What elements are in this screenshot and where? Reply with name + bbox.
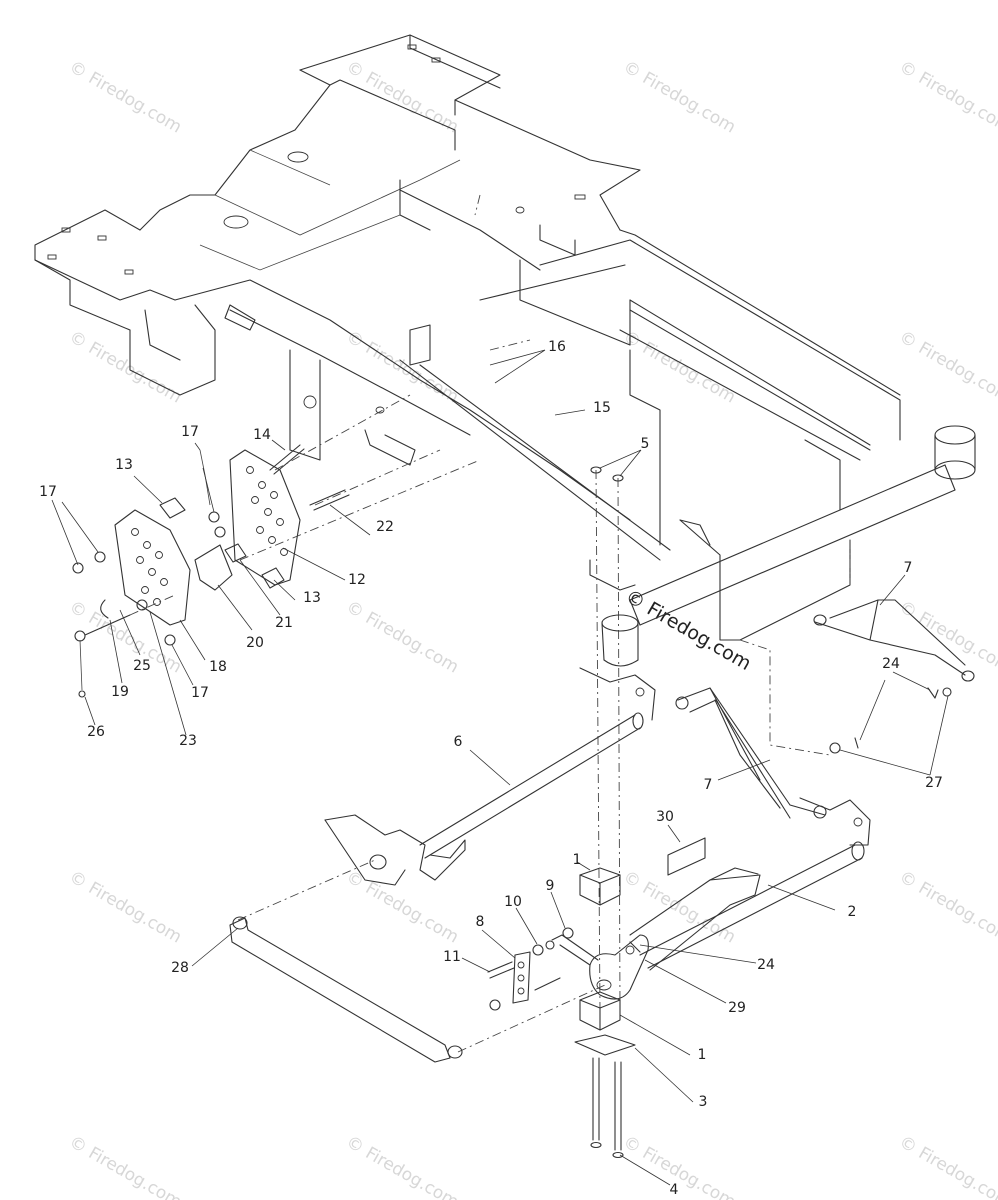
watermark: © Firedog.com bbox=[620, 57, 739, 138]
callout-27: 27 bbox=[925, 775, 943, 791]
callout-20: 20 bbox=[246, 635, 264, 651]
callout-10: 10 bbox=[504, 894, 522, 910]
callout-2: 2 bbox=[848, 904, 857, 920]
rear-baffle bbox=[739, 540, 851, 756]
callout-17-b: 17 bbox=[39, 484, 57, 500]
callout-9: 9 bbox=[546, 878, 555, 894]
link-hardware bbox=[487, 927, 574, 1011]
callout-12: 12 bbox=[348, 572, 366, 588]
watermark: © Firedog.com bbox=[343, 1132, 462, 1200]
callout-26: 26 bbox=[87, 724, 105, 740]
lift-link-upper bbox=[813, 599, 975, 682]
callout-labels: 1 1 2 3 4 5 6 7 7 8 9 10 11 12 13 13 14 … bbox=[39, 339, 943, 1198]
callout-17-c: 17 bbox=[191, 685, 209, 701]
callout-23: 23 bbox=[179, 733, 197, 749]
callout-14: 14 bbox=[253, 427, 271, 443]
callout-22: 22 bbox=[376, 519, 394, 535]
callout-24-lower: 24 bbox=[757, 957, 775, 973]
callout-8: 8 bbox=[476, 914, 485, 930]
callout-1-lower: 1 bbox=[698, 1047, 707, 1063]
watermark: © Firedog.com bbox=[343, 597, 462, 678]
callout-4: 4 bbox=[670, 1182, 679, 1198]
plate-holes bbox=[131, 466, 288, 606]
callout-28: 28 bbox=[171, 960, 189, 976]
callout-19: 19 bbox=[111, 684, 129, 700]
watermark: © Firedog.com bbox=[66, 1132, 185, 1200]
watermark: © Firedog.com bbox=[896, 597, 998, 678]
callout-16: 16 bbox=[548, 339, 566, 355]
callout-24-upper: 24 bbox=[882, 656, 900, 672]
leader-lines bbox=[51, 349, 949, 1186]
watermark-center: © Firedog.com bbox=[622, 585, 755, 675]
lift-link-bar bbox=[229, 859, 606, 1063]
callout-7-lower: 7 bbox=[704, 777, 713, 793]
callout-6: 6 bbox=[454, 734, 463, 750]
callout-3: 3 bbox=[699, 1094, 708, 1110]
watermark-layer: © Firedog.com © Firedog.com © Firedog.co… bbox=[66, 57, 998, 1200]
watermark: © Firedog.com bbox=[896, 1132, 998, 1200]
mower-frame bbox=[34, 34, 976, 641]
watermark: © Firedog.com bbox=[896, 327, 998, 408]
watermark: © Firedog.com bbox=[896, 867, 998, 948]
callout-5: 5 bbox=[641, 436, 650, 452]
center-pivot-assembly bbox=[551, 466, 649, 1159]
watermark: © Firedog.com bbox=[896, 57, 998, 138]
watermark: © Firedog.com bbox=[343, 867, 462, 948]
callout-25: 25 bbox=[133, 658, 151, 674]
lift-shaft bbox=[324, 667, 656, 886]
callout-21: 21 bbox=[275, 615, 293, 631]
watermark: © Firedog.com bbox=[620, 1132, 739, 1200]
watermark: © Firedog.com bbox=[66, 57, 185, 138]
callout-13-upper: 13 bbox=[115, 457, 133, 473]
watermark: © Firedog.com bbox=[66, 327, 185, 408]
watermark: © Firedog.com bbox=[66, 597, 185, 678]
callout-29: 29 bbox=[728, 1000, 746, 1016]
watermark: © Firedog.com bbox=[66, 867, 185, 948]
lift-link-lower bbox=[675, 687, 827, 819]
callout-11: 11 bbox=[443, 949, 461, 965]
callout-17-a: 17 bbox=[181, 424, 199, 440]
misc-parts bbox=[629, 687, 952, 953]
height-adjust-plates bbox=[72, 194, 531, 698]
callout-18: 18 bbox=[209, 659, 227, 675]
callout-13-lower: 13 bbox=[303, 590, 321, 606]
callout-15: 15 bbox=[593, 400, 611, 416]
callout-1-upper: 1 bbox=[573, 852, 582, 868]
callout-7-upper: 7 bbox=[904, 560, 913, 576]
watermark: © Firedog.com bbox=[343, 327, 462, 408]
callout-30: 30 bbox=[656, 809, 674, 825]
